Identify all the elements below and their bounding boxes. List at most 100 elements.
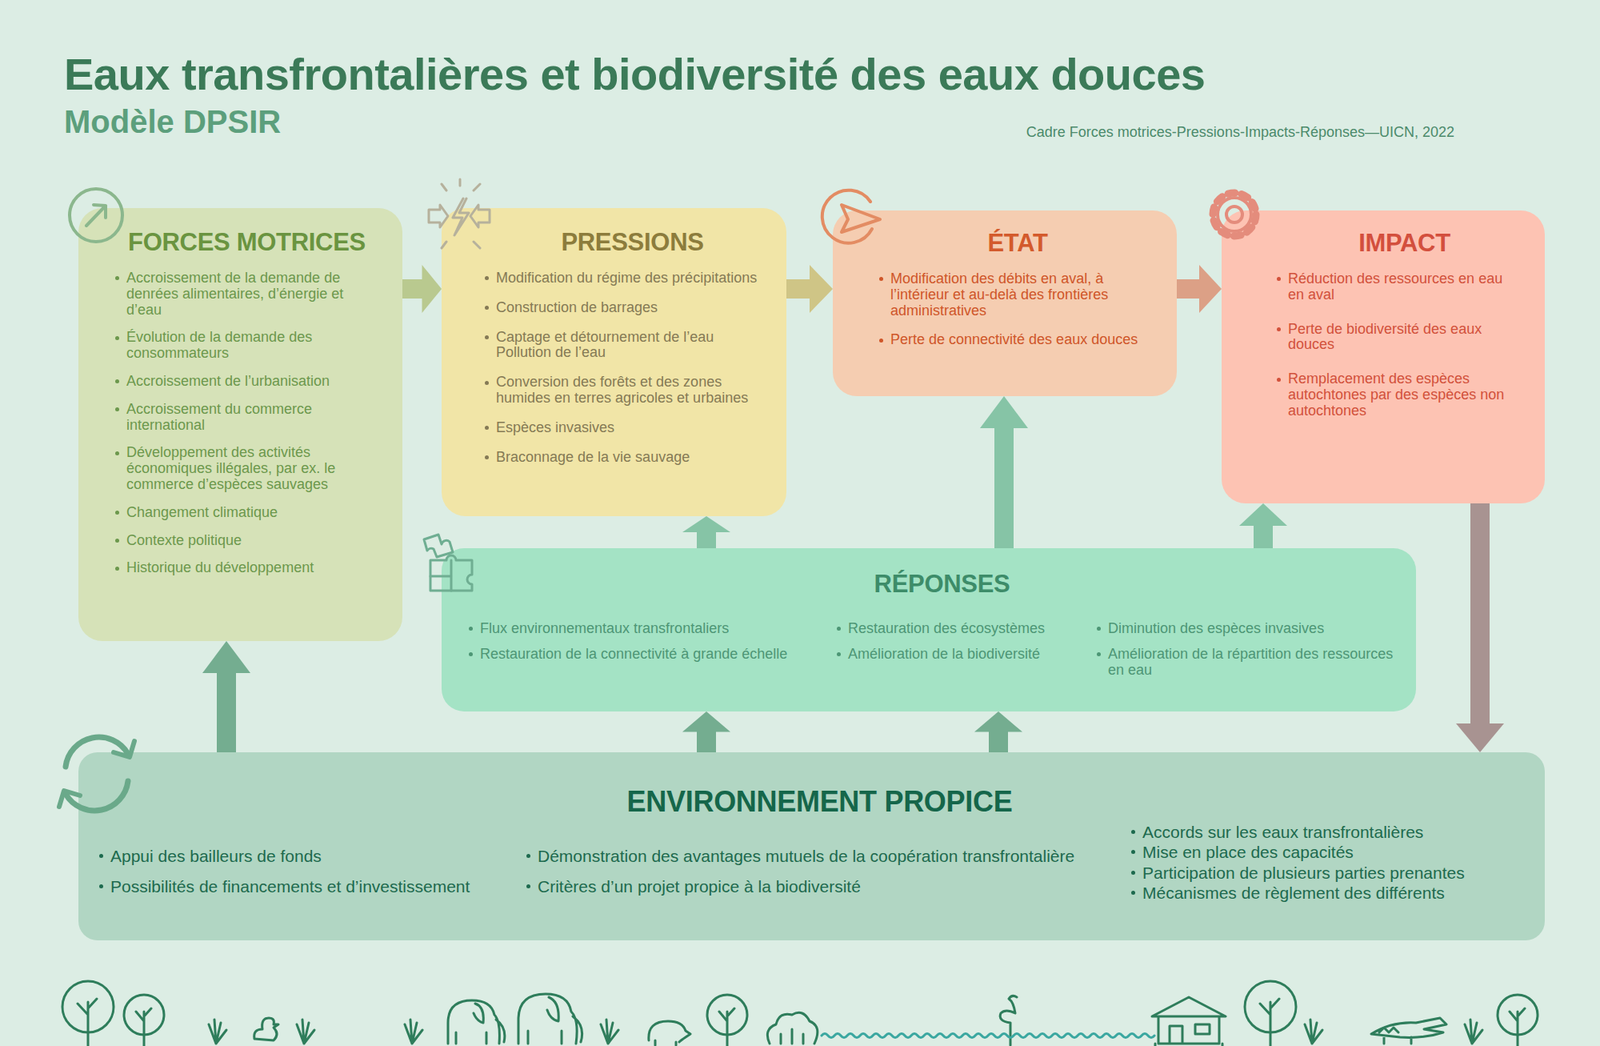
- bullet-column: Appui des bailleurs de fondsPossibilités…: [110, 846, 511, 896]
- bullet-text: Réduction des ressources en eau en aval: [1288, 271, 1521, 304]
- crocodile-icon: [1371, 1017, 1447, 1044]
- bullet-text: Restauration de la connectivité à grande…: [480, 646, 824, 663]
- flow-arrow: [1239, 503, 1288, 548]
- flow-arrow: [682, 516, 731, 548]
- tree-icon: [124, 994, 164, 1046]
- dpsir-box: IMPACT Réduction des ressources en eau en…: [1221, 210, 1545, 504]
- bullet-text: Historique du développement: [126, 560, 368, 576]
- bullet-text: Accroissement du commerce international: [126, 401, 368, 434]
- dpsir-box: RÉPONSES Flux environnementaux transfront…: [441, 548, 1416, 712]
- bullet-column: Modification des débits en aval, à l’int…: [890, 271, 1145, 348]
- elephant-icon: [448, 1000, 505, 1044]
- bullet-text: Participation de plusieurs parties prena…: [1142, 863, 1527, 883]
- bullet-text: Accroissement de l’urbanisation: [126, 373, 368, 390]
- bullet-text: Conversion des forêts et des zones humid…: [496, 374, 769, 407]
- bullet-text: Démonstration des avantages mutuels de l…: [537, 846, 1122, 865]
- bullet-text: Perte de connectivité des eaux douces: [890, 332, 1145, 348]
- flow-arrow: [1176, 264, 1222, 313]
- box-heading: PRESSIONS: [496, 228, 769, 256]
- arrow-circle-icon: [69, 188, 123, 242]
- bullet-text: Changement climatique: [126, 504, 368, 521]
- box-heading: IMPACT: [1288, 229, 1521, 257]
- flow-arrow: [402, 264, 442, 313]
- bullet-text: Accords sur les eaux transfrontalières: [1142, 822, 1527, 842]
- gear-icon: [1212, 192, 1256, 236]
- bullet-column: Accroissement de la demande de denrées a…: [126, 270, 368, 576]
- bullet-columns: Réduction des ressources en eau en avalP…: [1288, 271, 1521, 420]
- water-line: [821, 1033, 1155, 1038]
- box-heading: RÉPONSES: [480, 570, 1404, 598]
- bullet-column: Réduction des ressources en eau en avalP…: [1288, 271, 1521, 420]
- bullet-text: Diminution des espèces invasives: [1108, 620, 1404, 637]
- subtitle-label: Modèle DPSIR: [64, 104, 281, 140]
- dpsir-box: PRESSIONS Modification du régime des préc…: [441, 208, 787, 516]
- arrow-head: [202, 640, 251, 673]
- arrow-shaft: [1253, 524, 1273, 548]
- bullet-text: Remplacement des espèces autochtones par…: [1288, 371, 1521, 419]
- arrow-shaft: [696, 731, 716, 753]
- bullet-column: Accords sur les eaux transfrontalièresMi…: [1142, 822, 1527, 903]
- flow-arrow: [980, 396, 1028, 548]
- diagram-title: Eaux transfrontalières et biodiversité d…: [64, 48, 1205, 100]
- bullet-text: Contexte politique: [126, 532, 368, 549]
- bullet-text: Perte de biodiversité des eaux douces: [1288, 321, 1521, 354]
- bullet-column: Restauration des écosystèmesAmélioration…: [848, 620, 1088, 663]
- bullet-text: Captage et détournement de l’eau Polluti…: [496, 329, 769, 362]
- source-caption: Cadre Forces motrices-Pressions-Impacts-…: [1026, 124, 1455, 141]
- arrow-head: [682, 711, 731, 732]
- puzzle-icon: [424, 534, 472, 591]
- bullet-text: Évolution de la demande des consommateur…: [126, 329, 368, 362]
- arrow-shaft: [994, 427, 1014, 548]
- burst-icon: [428, 179, 490, 248]
- bullet-columns: Appui des bailleurs de fondsPossibilités…: [110, 817, 1529, 903]
- bullet-text: Espèces invasives: [496, 420, 769, 436]
- box-heading: FORCES MOTRICES: [126, 228, 368, 256]
- arrow-head: [1456, 723, 1504, 752]
- flow-arrow: [202, 640, 251, 752]
- arrow-head: [1239, 503, 1288, 526]
- bullet-text: Amélioration de la répartition des resso…: [1108, 646, 1404, 679]
- refresh-icon: [59, 736, 135, 811]
- arrow-shaft: [786, 279, 811, 299]
- arrow-head: [682, 516, 731, 532]
- house-icon: [1150, 996, 1228, 1046]
- arrow-head: [1199, 264, 1222, 313]
- dpsir-box: ENVIRONNEMENT PROPICE Appui des bailleurs…: [78, 752, 1545, 940]
- arrow-head: [809, 264, 833, 313]
- bullet-text: Braconnage de la vie sauvage: [496, 449, 769, 466]
- bullet-text: Construction de barrages: [496, 300, 769, 316]
- bullet-columns: Modification des débits en aval, à l’int…: [890, 271, 1145, 348]
- tree-icon: [707, 994, 748, 1046]
- bullet-text: Appui des bailleurs de fonds: [110, 846, 511, 865]
- flow-arrow: [974, 711, 1023, 752]
- bullet-columns: Modification du régime des précipitation…: [496, 270, 769, 465]
- arrow-head: [980, 396, 1028, 428]
- bush-icon: [767, 1012, 818, 1044]
- bullet-columns: Accroissement de la demande de denrées a…: [126, 270, 368, 576]
- dpsir-box: FORCES MOTRICES Accroissement de la deman…: [78, 208, 403, 641]
- tree-icon: [62, 980, 114, 1046]
- bullet-text: Mise en place des capacités: [1142, 842, 1527, 862]
- bullet-text: Possibilités de financements et d’invest…: [110, 876, 511, 896]
- flow-arrow: [1456, 503, 1504, 752]
- bullet-text: Mécanismes de règlement des différents: [1142, 883, 1527, 903]
- box-heading: ENVIRONNEMENT PROPICE: [110, 785, 1529, 818]
- bullet-column: Flux environnementaux transfrontaliersRe…: [480, 620, 824, 663]
- paper-plane-icon: [822, 190, 880, 244]
- arrow-shaft: [988, 731, 1008, 753]
- bullet-text: Amélioration de la biodiversité: [848, 646, 1088, 663]
- flow-arrow: [682, 711, 731, 752]
- elephant-icon: [518, 993, 583, 1044]
- tree-icon: [1244, 980, 1296, 1046]
- duck-icon: [254, 1017, 279, 1040]
- bullet-column: Diminution des espèces invasivesAméliora…: [1108, 620, 1404, 678]
- grass-tufts: [208, 1019, 1483, 1044]
- box-heading: ÉTAT: [890, 229, 1145, 257]
- dpsir-box: ÉTAT Modification des débits en aval, à l…: [832, 210, 1177, 396]
- arrow-head: [422, 264, 443, 313]
- bullet-text: Critères d’un projet propice à la biodiv…: [537, 876, 1122, 896]
- bullet-text: Développement des activités économiques …: [126, 444, 368, 492]
- bullet-text: Flux environnementaux transfrontaliers: [480, 620, 824, 637]
- arrow-shaft: [1176, 279, 1200, 299]
- tree-icon: [1497, 994, 1538, 1046]
